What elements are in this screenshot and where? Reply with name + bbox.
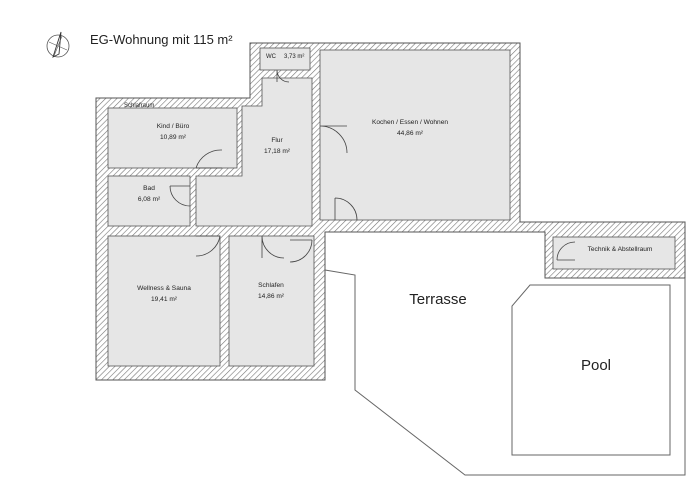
room-bedroom <box>228 235 315 367</box>
door-tech <box>556 241 576 261</box>
bedroom-area: 14,86 m² <box>258 293 285 300</box>
room-tech <box>552 236 676 270</box>
bedroom-wing-label: Schlafraum <box>124 103 154 109</box>
door-kitchen-lower <box>334 197 358 221</box>
tech-label: Technik & Abstellraum <box>588 246 653 253</box>
bath-label: Bad <box>143 185 155 192</box>
kitchen-label: Kochen / Essen / Wohnen <box>372 119 448 126</box>
child-area: 10,89 m² <box>160 134 187 141</box>
bedroom-label: Schlafen <box>258 282 284 289</box>
child-label: Kind / Büro <box>157 123 190 130</box>
room-wellness <box>107 235 221 367</box>
doors <box>169 69 576 263</box>
pool-label: Pool <box>581 357 611 374</box>
wellness-label: Wellness & Sauna <box>137 285 191 292</box>
terrace-label: Terrasse <box>409 291 467 308</box>
wc-area: 3,73 m² <box>284 54 304 60</box>
room-child <box>107 107 238 169</box>
corridor-label: Flur <box>271 137 283 144</box>
wellness-area: 19,41 m² <box>151 296 178 303</box>
door-wellness <box>195 235 221 257</box>
door-wc <box>276 69 290 83</box>
bath-area: 6,08 m² <box>138 196 161 203</box>
corridor-area: 17,18 m² <box>264 148 291 155</box>
plan-title: EG-Wohnung mit 115 m² <box>90 32 233 47</box>
kitchen-area: 44,86 m² <box>397 130 424 137</box>
door-kitchen <box>319 125 348 154</box>
wc-label: WC <box>266 54 277 60</box>
door-bedroom <box>261 235 285 259</box>
north-arrow-icon <box>46 31 70 58</box>
room-corridor <box>195 77 313 227</box>
terrace-outline <box>324 269 686 476</box>
door-child <box>195 149 223 169</box>
door-terrace <box>289 239 313 263</box>
room-kitchen <box>319 49 511 221</box>
room-labels: WC 3,73 m² Kochen / Essen / Wohnen 44,86… <box>124 54 653 374</box>
room-wc <box>259 47 311 71</box>
room-interiors <box>107 47 676 367</box>
door-bath <box>169 185 191 207</box>
pool-outline <box>511 284 671 456</box>
